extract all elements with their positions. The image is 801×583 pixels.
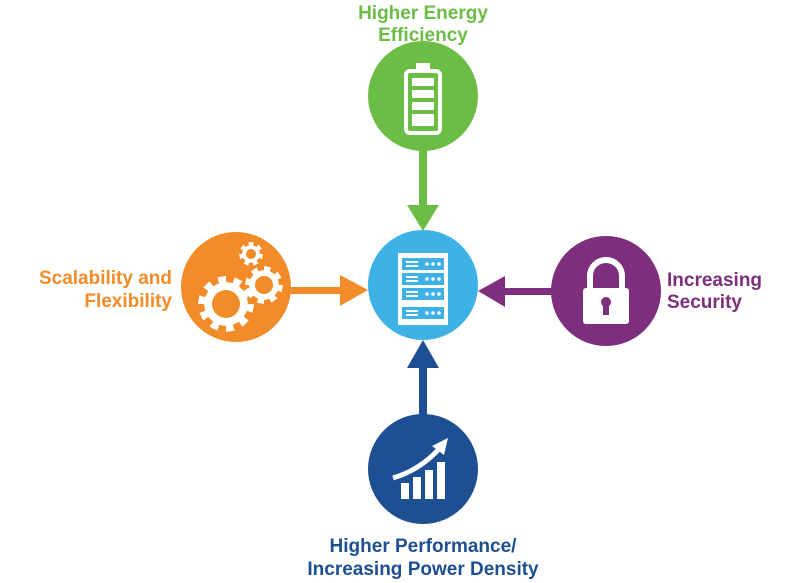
node-security: Increasing Security (551, 236, 762, 346)
label-right-line2: Security (667, 292, 742, 313)
battery-icon (404, 63, 442, 135)
server-rack-icon (398, 253, 448, 325)
label-right-line1: Increasing (667, 270, 762, 291)
gear-icon (245, 266, 283, 304)
gear-icon (198, 276, 254, 332)
growth-chart-icon (392, 438, 448, 499)
center-node (368, 230, 478, 340)
label-top-line2: Efficiency (378, 25, 468, 46)
gear-icon (239, 242, 263, 266)
label-bottom-line1: Higher Performance/ (330, 536, 518, 557)
arrow-top-to-center (407, 150, 439, 231)
arrow-bottom-to-center (407, 340, 439, 415)
node-scalability: Scalability and Flexibility (39, 232, 291, 342)
node-energy-efficiency: Higher Energy Efficiency (358, 3, 488, 151)
gears-icon (198, 242, 283, 332)
label-top-line1: Higher Energy (358, 3, 488, 24)
label-left-line2: Flexibility (84, 291, 172, 312)
label-bottom-line2: Increasing Power Density (307, 559, 539, 580)
arrow-left-to-center (290, 275, 368, 306)
label-left-line1: Scalability and (39, 268, 172, 289)
padlock-icon (583, 257, 629, 324)
arrow-right-to-center (478, 276, 552, 307)
node-performance: Higher Performance/ Increasing Power Den… (307, 414, 539, 580)
